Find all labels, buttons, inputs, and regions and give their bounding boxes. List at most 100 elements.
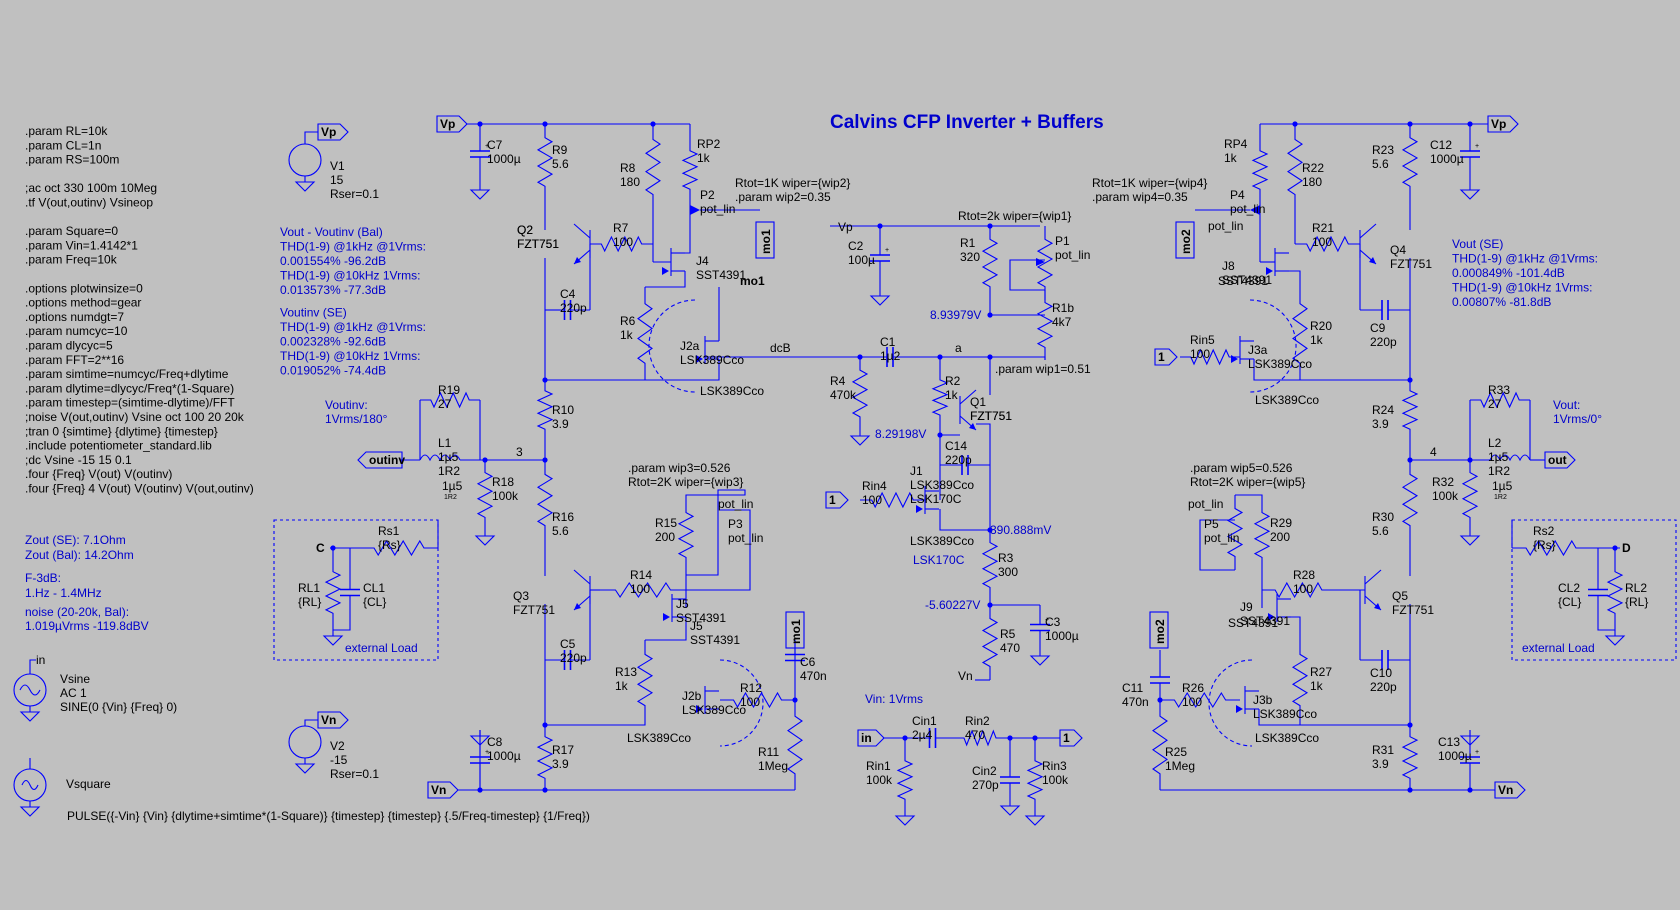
junction-dot (987, 312, 993, 318)
cin2-label: Cin2 (972, 764, 997, 778)
r8-label: R8 (620, 161, 636, 175)
r10-resistor (536, 380, 554, 440)
rin4-resistor (860, 491, 925, 509)
rp2-label: 1k (697, 151, 711, 165)
r18-resistor (476, 460, 494, 530)
r9-label: 5.6 (552, 157, 569, 171)
r8-label: 180 (620, 175, 640, 189)
j3a-label: J3a (1248, 343, 1268, 357)
r33-label: R33 (1488, 383, 1510, 397)
r1b-label: 4k7 (1052, 315, 1072, 329)
rin4-label: Rin4 (862, 479, 887, 493)
q1-model: FZT751 (970, 409, 1012, 423)
r13-label: R13 (615, 665, 637, 679)
wire (989, 300, 1045, 316)
rin2-label: Rin2 (965, 714, 990, 728)
q2-label: FZT751 (517, 237, 559, 251)
c2-label: C2 (848, 239, 864, 253)
polarity-mark: + (485, 143, 489, 150)
j9-jfet-icon (1268, 613, 1275, 621)
q5-transistor-icon (1374, 603, 1381, 610)
r22-resistor (1286, 124, 1304, 210)
v1-name: V1 (330, 159, 345, 173)
spice-directive: ;noise V(out,outinv) Vsine oct 100 20 20… (25, 410, 245, 424)
r6-resistor (637, 287, 653, 380)
r1-label: R1 (960, 236, 976, 250)
spice-directive: .param Freq=10k (25, 253, 118, 267)
j8-label: SST4391 (1222, 273, 1272, 287)
c8-label: C8 (487, 735, 503, 749)
r27-resistor (1291, 640, 1309, 720)
wire (645, 617, 687, 641)
spice-directive: .four {Freq} V(out) V(outinv) (25, 467, 172, 481)
p4-label: pot_lin (1230, 202, 1265, 216)
ground-icon (469, 735, 491, 746)
j3a-label: LSK389Cco (1248, 357, 1312, 371)
mo1-flag (755, 221, 775, 259)
q2-transistor-icon (574, 257, 581, 264)
p5-model: pot_lin (1188, 497, 1223, 511)
rp2-label: RP2 (697, 137, 721, 151)
rs2-label: Rs2 (1533, 524, 1555, 538)
net-4-label: 4 (1430, 445, 1437, 459)
vsine-sine: SINE(0 {Vin} {Freq} 0) (60, 700, 177, 714)
r21-label: R21 (1312, 221, 1334, 235)
ground-icon (19, 711, 41, 722)
r7-label: 100 (613, 235, 633, 249)
j2a-model: LSK389Cco (700, 384, 764, 398)
r26-label: R26 (1182, 681, 1204, 695)
j8-model: SST4391 (1218, 274, 1268, 288)
p5-label: P5 (1204, 517, 1219, 531)
j3a-model: LSK389Cco (1255, 393, 1319, 407)
vp-flag-v1-text: Vp (321, 125, 336, 139)
j4-label: J4 (696, 254, 709, 268)
r28-resistor (1262, 581, 1335, 599)
rs2-label: {Rs} (1533, 538, 1556, 552)
outinv-flag-text: outinv (369, 453, 405, 467)
r14-label: R14 (630, 568, 652, 582)
r15-label: R15 (655, 516, 677, 530)
p3-label: P3 (728, 517, 743, 531)
r30-label: 5.6 (1372, 524, 1389, 538)
net-a-label: a (955, 341, 962, 355)
vn-flag-right-text: Vn (1498, 783, 1513, 797)
r21-label: 100 (1312, 235, 1332, 249)
l2-rser: 1R2 (1494, 494, 1507, 501)
r9-resistor (536, 124, 554, 200)
j3b-label: LSK389Cco (1253, 707, 1317, 721)
c14-label: 220p (945, 453, 972, 467)
rin2-resistor (955, 729, 1005, 747)
c11-label: C11 (1122, 681, 1143, 695)
r23-label: 5.6 (1372, 157, 1389, 171)
ground-icon (894, 815, 916, 826)
wire (573, 569, 591, 585)
thd-result-left: 0.002328% -92.6dB (280, 335, 386, 349)
c8-label: 1000µ (487, 749, 521, 763)
v2-name: V2 (330, 739, 345, 753)
c13-label: C13 (1438, 735, 1460, 749)
c10-label: C10 (1370, 666, 1392, 680)
p4-wiper-icon (1250, 205, 1260, 215)
external-load-left-label: external Load (345, 641, 418, 655)
j2a-label: LSK389Cco (680, 353, 744, 367)
vn-flag-left-text: Vn (431, 783, 446, 797)
wip1-param: .param wip1=0.51 (995, 362, 1091, 376)
q2-label: FZT751 (517, 237, 559, 251)
c4-label: 220p (560, 301, 587, 315)
spice-directive: .param Vin=1.4142*1 (25, 238, 138, 252)
spice-directive: .tf V(out,outinv) Vsineop (25, 196, 153, 210)
l2-label: 1µ5 (1488, 450, 1509, 464)
ground-icon (322, 635, 344, 646)
spice-directive: ;ac oct 330 100m 10Meg (25, 181, 157, 195)
thd-result-left: THD(1-9) @1kHz @1Vrms: (280, 240, 426, 254)
r24-label: R24 (1372, 403, 1394, 417)
p3-model: pot_lin (718, 497, 753, 511)
p3-label: pot_lin (728, 531, 763, 545)
r25-label: R25 (1165, 745, 1187, 759)
zout-bal: Zout (Bal): 14.2Ohm (25, 548, 134, 562)
ground-icon (294, 181, 316, 192)
j1-sub: LSK170C (913, 553, 965, 567)
c4-label: C4 (560, 287, 576, 301)
r1b-label: R1b (1052, 301, 1074, 315)
